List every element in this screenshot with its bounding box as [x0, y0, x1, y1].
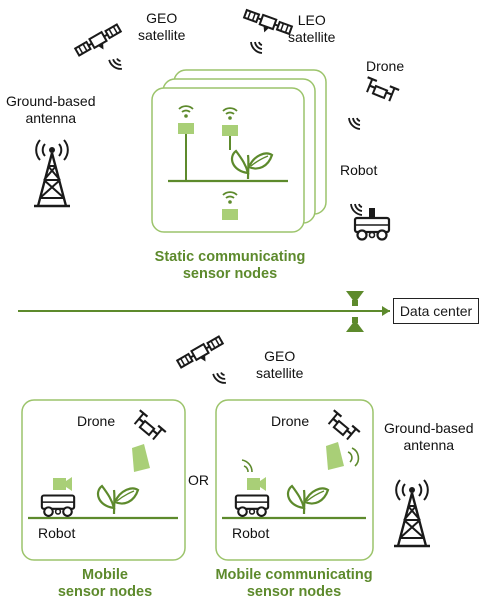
geo-satellite-top-icon [73, 22, 126, 72]
data-center-box: Data center [393, 298, 479, 324]
mobile-sensor-scene-icon [28, 409, 178, 520]
drone-top-icon [348, 76, 401, 130]
mobile-sensor-box [21, 399, 186, 561]
robot-top-label: Robot [340, 162, 378, 178]
leo-satellite-top-icon [240, 8, 294, 54]
robot-top-icon [350, 203, 391, 241]
drone-left-label: Drone [77, 413, 116, 429]
geo-satellite-bottom-icon [175, 334, 228, 386]
drone-top-label: Drone [366, 58, 405, 74]
mobile-communicating-scene-icon [222, 409, 366, 520]
robot-left-label: Robot [38, 525, 76, 541]
drone-right-label: Drone [271, 413, 310, 429]
static-sensor-box-stack [151, 69, 327, 233]
mobile-communicating-box [215, 399, 374, 561]
static-sensor-node-icon [168, 105, 288, 220]
antenna-top-icon [32, 138, 72, 208]
antenna-bottom-icon [392, 478, 432, 548]
bidirectional-arrow-icon [346, 291, 364, 332]
robot-right-label: Robot [232, 525, 270, 541]
data-flow-line [18, 306, 390, 316]
or-label: OR [188, 472, 209, 488]
